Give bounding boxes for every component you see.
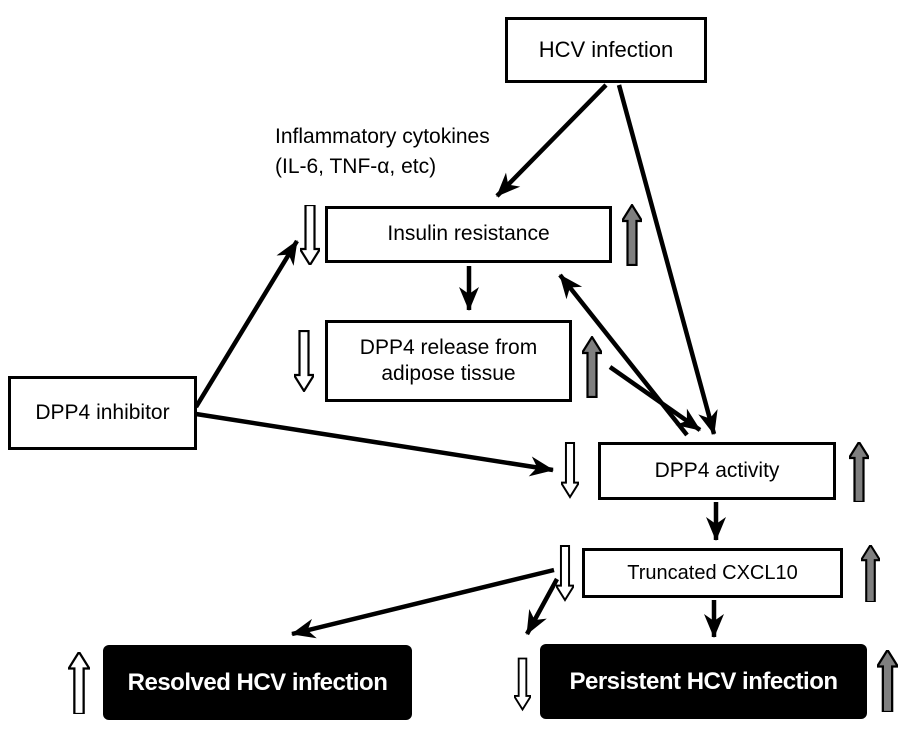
inflammatory-cytokines-label-line2: (IL-6, TNF-α, etc) <box>275 155 437 178</box>
resolved-hcv-infection-box: Resolved HCV infection <box>103 645 412 720</box>
hcv-infection-box: HCV infection <box>505 17 707 83</box>
arrow-dpp4-release-to-dpp4-activity <box>608 365 702 432</box>
increase-arrow-icon <box>622 204 642 266</box>
truncated-cxcl10-label: Truncated CXCL10 <box>627 561 798 584</box>
persistent-hcv-infection-label: Persistent HCV infection <box>569 667 838 695</box>
increase-arrow-icon <box>861 545 880 602</box>
arrow-dpp4-inhibitor-to-dpp4-activity <box>195 411 554 477</box>
increase-arrow-icon <box>877 650 898 712</box>
decrease-arrow-icon <box>294 330 314 392</box>
decrease-arrow-icon <box>300 205 320 265</box>
dpp4-inhibitor-box: DPP4 inhibitor <box>8 376 197 450</box>
decrease-arrow-icon <box>514 657 531 712</box>
persistent-hcv-infection-box: Persistent HCV infection <box>540 644 867 719</box>
dpp4-inhibitor-label: DPP4 inhibitor <box>35 400 170 424</box>
arrow-dpp4-inhibitor-to-insulin-resistance <box>194 239 299 409</box>
dpp4-activity-box: DPP4 activity <box>598 442 836 500</box>
hcv-infection-label: HCV infection <box>538 37 674 63</box>
increase-arrow-icon <box>849 442 869 502</box>
decrease-arrow-icon <box>561 442 579 499</box>
dpp4-activity-label: DPP4 activity <box>654 458 780 482</box>
insulin-resistance-box: Insulin resistance <box>325 206 612 263</box>
truncated-cxcl10-box: Truncated CXCL10 <box>582 548 843 598</box>
increase-arrow-icon <box>582 336 602 398</box>
arrow-truncated-cxcl10-to-persistent-left <box>525 577 559 636</box>
decrease-arrow-icon <box>556 545 574 602</box>
dpp4-release-label: DPP4 release from adipose tissue <box>359 335 538 385</box>
arrow-truncated-cxcl10-to-resolved-hcv <box>291 567 555 639</box>
resolved-hcv-infection-label: Resolved HCV infection <box>127 668 388 696</box>
insulin-resistance-label: Insulin resistance <box>387 222 550 246</box>
dpp4-release-box: DPP4 release from adipose tissue <box>325 320 572 402</box>
inflammatory-cytokines-label-line1: Inflammatory cytokines <box>275 125 490 148</box>
outcome-increase-arrow-icon <box>68 652 90 714</box>
arrow-dpp4-activity-to-insulin-resistance <box>558 273 689 437</box>
arrow-hcv-to-insulin-resistance <box>495 83 608 198</box>
